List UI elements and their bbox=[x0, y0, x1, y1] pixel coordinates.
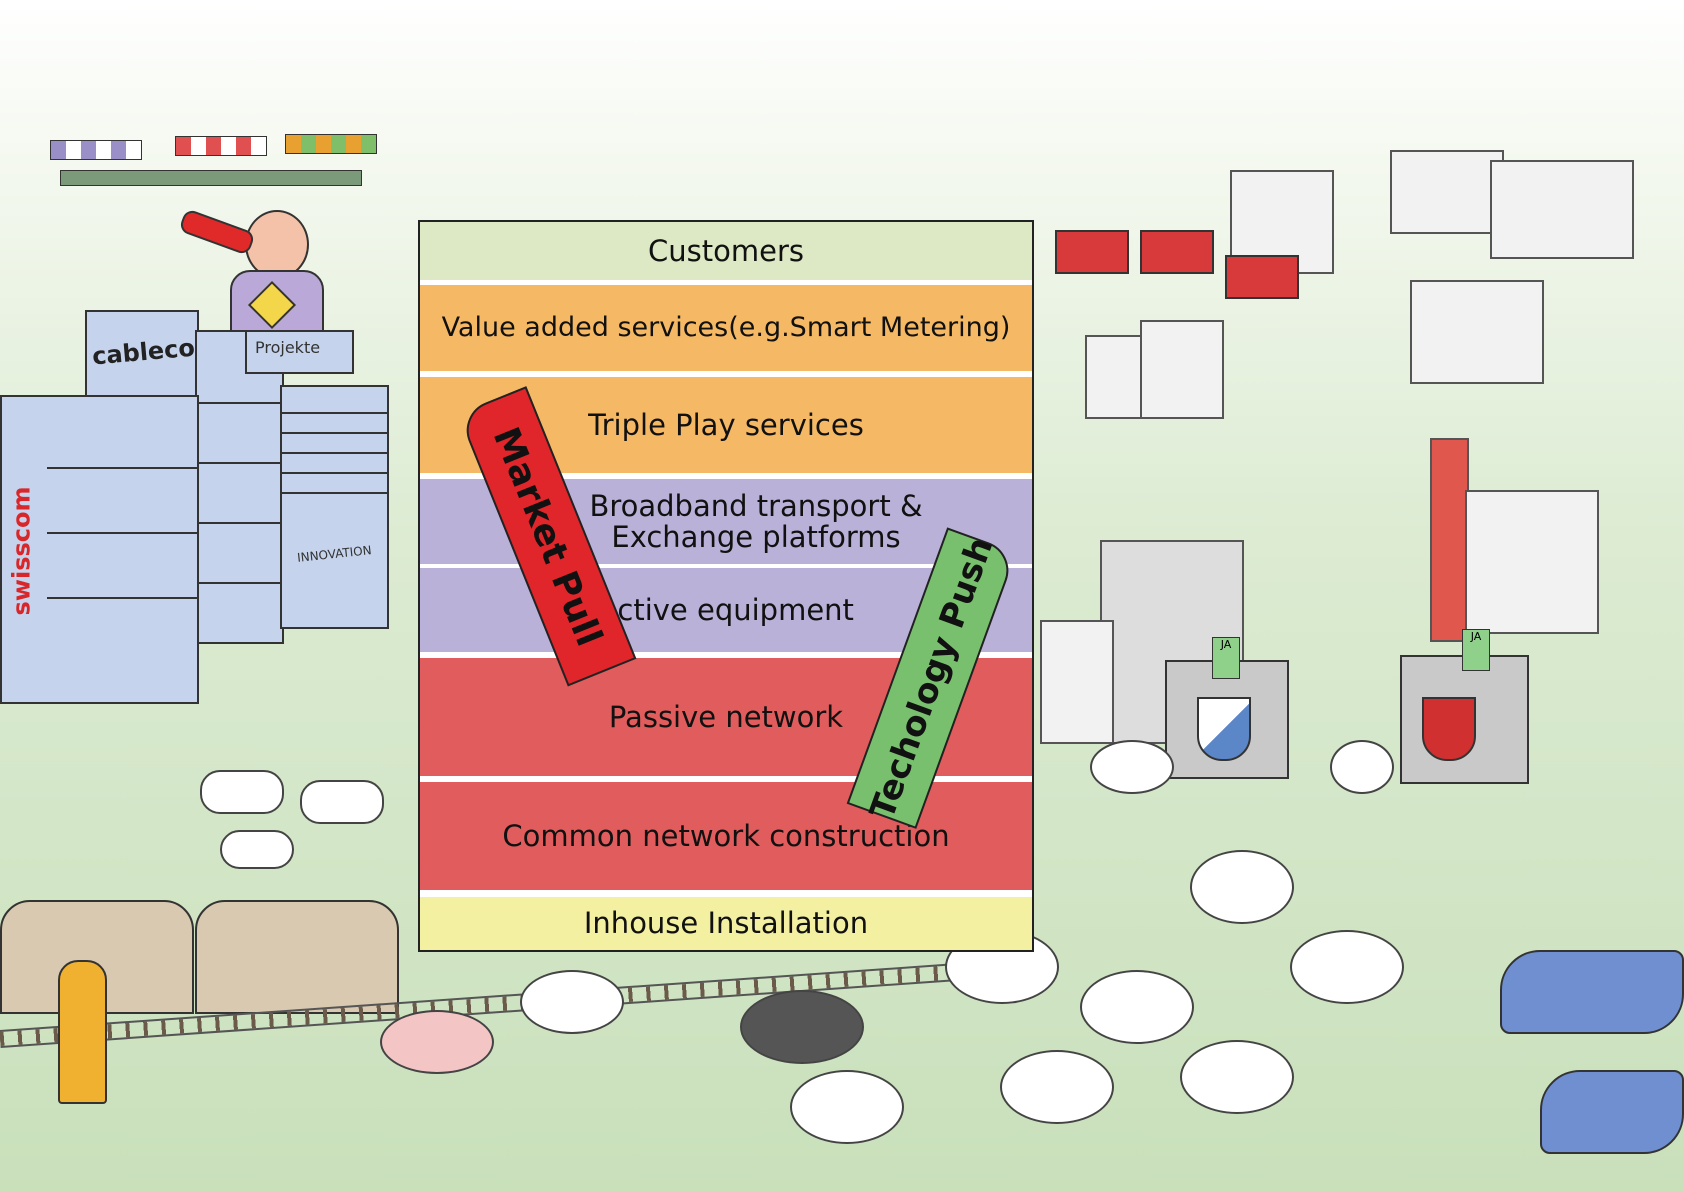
wolf bbox=[1540, 1070, 1684, 1154]
ballot-box-left: JA bbox=[1165, 637, 1289, 779]
market-stalls bbox=[50, 134, 390, 200]
layer-customers: Customers bbox=[420, 222, 1032, 280]
layer-inhouse-installation: Inhouse Installation bbox=[420, 897, 1032, 950]
projekte-cabinet bbox=[195, 330, 284, 644]
layer-label: Common network construction bbox=[502, 818, 950, 853]
train-wagon bbox=[0, 900, 194, 1014]
ballot-paper: JA bbox=[1212, 637, 1240, 679]
zurich-coat-of-arms-icon bbox=[1197, 697, 1251, 761]
sheep bbox=[1000, 1050, 1114, 1124]
layer-common-network-construction: Common network construction bbox=[420, 782, 1032, 890]
projekte-drawer: Projekte bbox=[245, 330, 354, 374]
ballot-paper: JA bbox=[1462, 629, 1490, 671]
innovation-label: INNOVATION bbox=[296, 543, 373, 565]
black-sheep bbox=[740, 990, 864, 1064]
excavator-icon bbox=[1055, 230, 1129, 274]
steam-cloud bbox=[220, 830, 294, 869]
building bbox=[1040, 620, 1114, 744]
winterthur-coat-of-arms-icon bbox=[1422, 697, 1476, 761]
layer-value-added-services: Value added services(e.g.Smart Metering) bbox=[420, 285, 1032, 371]
ballot-box-right: JA bbox=[1400, 629, 1529, 784]
sheep bbox=[790, 1070, 904, 1144]
excavator-icon bbox=[1140, 230, 1214, 274]
layer-label: Active equipment bbox=[598, 592, 854, 627]
building bbox=[1390, 150, 1504, 234]
steam-cloud bbox=[300, 780, 384, 824]
building bbox=[1140, 320, 1224, 419]
bone-horn-icon bbox=[178, 208, 256, 256]
layer-label: Triple Play services bbox=[588, 407, 864, 442]
layer-label: Value added services(e.g.Smart Metering) bbox=[441, 311, 1011, 343]
sheep bbox=[1080, 970, 1194, 1044]
sheep bbox=[1090, 740, 1174, 794]
building bbox=[1465, 490, 1599, 634]
building bbox=[1410, 280, 1544, 384]
swisscom-cabinet: swisscom bbox=[0, 395, 199, 704]
layer-label: Passive network bbox=[608, 699, 844, 734]
train-wagon bbox=[195, 900, 399, 1014]
sheep bbox=[1330, 740, 1394, 794]
layer-label: Broadband transport & Exchange platforms bbox=[589, 489, 923, 554]
swisscom-label: swisscom bbox=[7, 486, 36, 616]
red-tower bbox=[1430, 438, 1469, 642]
excavator-icon bbox=[1225, 255, 1299, 299]
sheep bbox=[520, 970, 624, 1034]
layer-label: Customers bbox=[648, 233, 804, 268]
steam-cloud bbox=[200, 770, 284, 814]
building bbox=[1490, 160, 1634, 259]
sheep bbox=[1180, 1040, 1294, 1114]
wolf bbox=[1500, 950, 1684, 1034]
innovation-cabinet: INNOVATION bbox=[280, 385, 389, 629]
sheep bbox=[1290, 930, 1404, 1004]
layer-label: Inhouse Installation bbox=[583, 906, 869, 941]
pink-sheep bbox=[380, 1010, 494, 1074]
railway-worker bbox=[58, 960, 107, 1104]
projekte-label: Projekte bbox=[255, 338, 321, 357]
sheep bbox=[1190, 850, 1294, 924]
